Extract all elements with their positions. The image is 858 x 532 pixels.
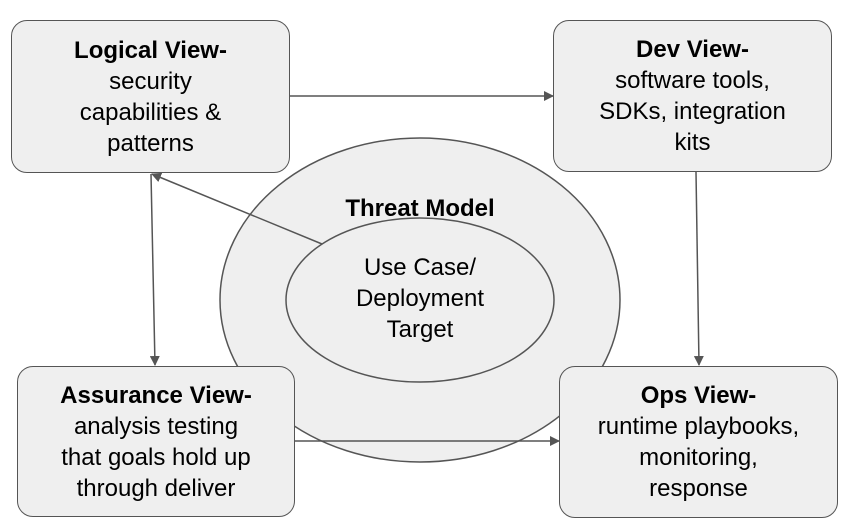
threat-model-title: Threat Model	[345, 195, 495, 222]
logical-view-line-1: security	[109, 67, 192, 95]
logical-view-line-2: capabilities &	[79, 98, 222, 126]
assurance-view-line-2: that goals hold up	[61, 443, 251, 471]
arrow-logical-to-assurance	[149, 173, 160, 366]
dev-view-line-2: SDKs, integration	[599, 98, 786, 125]
logical-view-title: Logical View-	[74, 36, 227, 64]
ops-view-title: Ops View-	[640, 382, 757, 409]
dev-view-line-3: kits	[674, 129, 711, 156]
use-case-label: Use Case/ Deployment Target	[310, 252, 530, 345]
assurance-view-box: Assurance View- analysis testing that go…	[17, 366, 295, 517]
dev-view-line-1: software tools,	[615, 67, 770, 94]
ops-view-line-3: response	[649, 475, 748, 502]
assurance-view-line-1: analysis testing	[73, 412, 239, 440]
use-case-line-3: Target	[386, 316, 454, 343]
arrow-dev-to-ops	[693, 171, 704, 366]
logical-view-box: Logical View- security capabilities & pa…	[11, 20, 290, 173]
use-case-line-1: Use Case/	[363, 254, 477, 281]
ops-view-box: Ops View- runtime playbooks, monitoring,…	[559, 366, 838, 518]
assurance-view-title: Assurance View-	[60, 381, 252, 409]
dev-view-box: Dev View- software tools, SDKs, integrat…	[553, 20, 832, 172]
dev-view-title: Dev View-	[636, 36, 749, 63]
assurance-view-line-3: through deliver	[76, 474, 236, 502]
use-case-inner-ellipse	[285, 217, 555, 383]
ops-view-line-1: runtime playbooks,	[597, 413, 800, 440]
ops-view-line-2: monitoring,	[639, 444, 758, 471]
arrow-usecase-to-logical	[151, 172, 323, 245]
logical-view-line-3: patterns	[107, 129, 194, 157]
use-case-line-2: Deployment	[355, 285, 485, 312]
